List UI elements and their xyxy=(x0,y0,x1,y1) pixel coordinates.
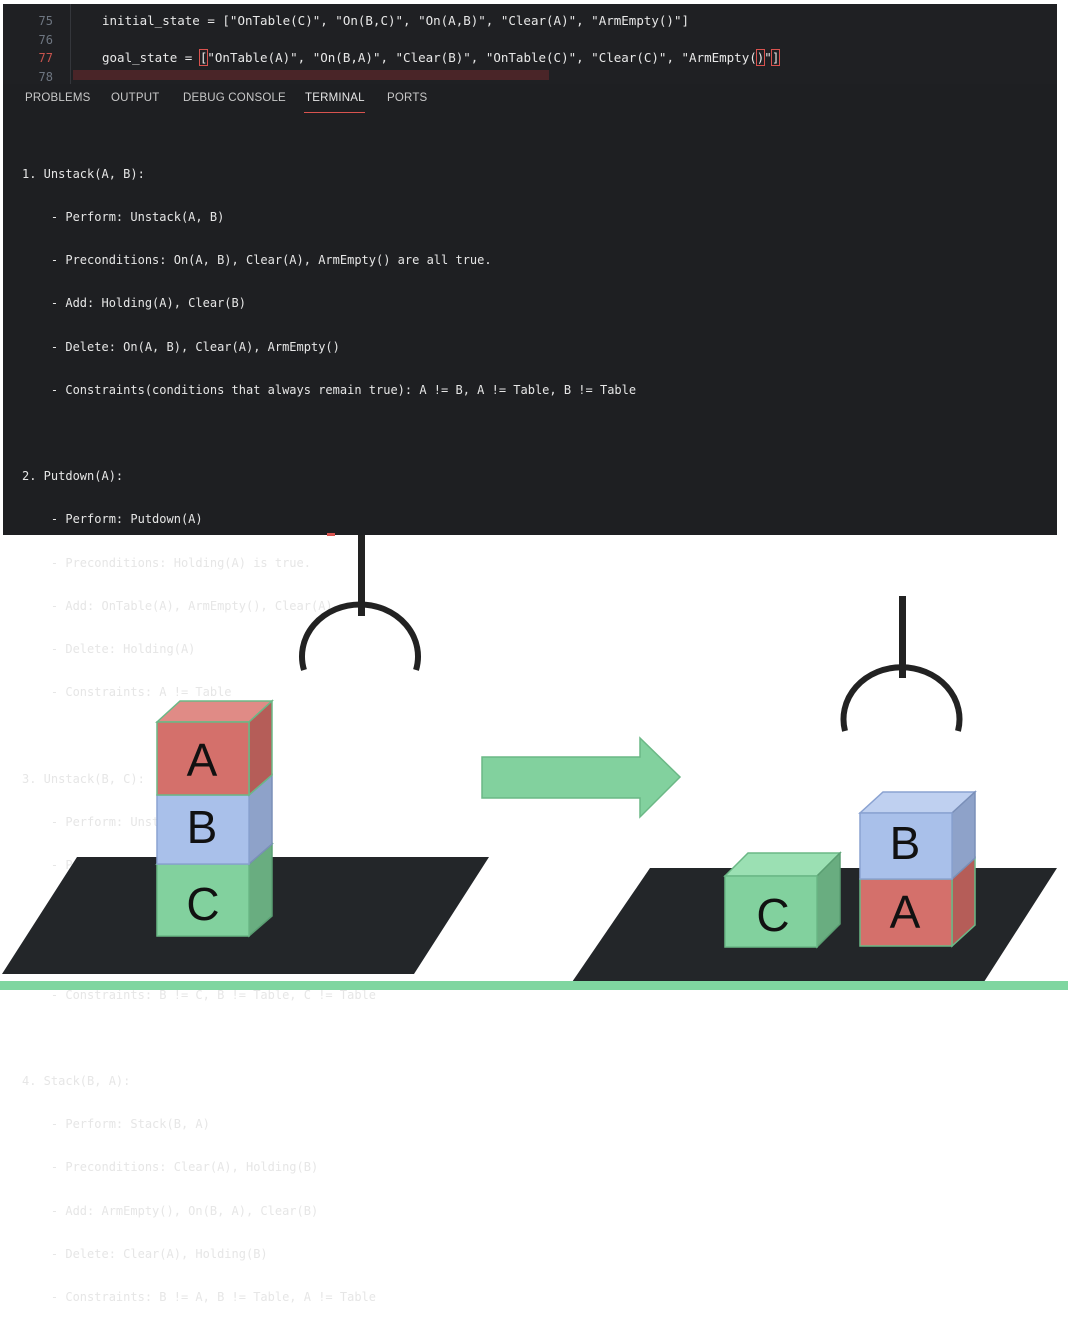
terminal-line: - Delete: Clear(A), Holding(B) xyxy=(22,1246,268,1261)
terminal-line: - Constraints: B != A, B != Table, A != … xyxy=(22,1290,377,1305)
block-label-b-goal: B xyxy=(890,817,921,869)
terminal-line: 3. Unstack(B, C): xyxy=(22,771,145,786)
bottom-strip xyxy=(0,981,1068,990)
block-a-initial: A xyxy=(155,699,274,797)
block-label-a-goal: A xyxy=(890,886,921,938)
tab-problems[interactable]: PROBLEMS xyxy=(25,92,91,104)
terminal-line: - Add: Holding(A), Clear(B) xyxy=(22,296,246,311)
panel-tabs: PROBLEMS OUTPUT DEBUG CONSOLE TERMINAL P… xyxy=(3,84,1057,114)
terminal-line: - Preconditions: Holding(A) is true. xyxy=(22,555,311,570)
terminal-line: - Perform: Unstack(A, B) xyxy=(22,210,225,225)
tab-output[interactable]: OUTPUT xyxy=(111,92,160,104)
block-label-a: A xyxy=(187,734,218,786)
terminal-line: 1. Unstack(A, B): xyxy=(22,166,145,181)
block-label-c-goal: C xyxy=(756,889,789,941)
transition-arrow xyxy=(481,736,682,819)
tab-ports[interactable]: PORTS xyxy=(387,92,428,104)
terminal-line: 4. Stack(B, A): xyxy=(22,1074,131,1089)
code-text: " xyxy=(764,50,772,65)
robot-arm-initial xyxy=(299,535,421,671)
terminal-line: - Preconditions: On(A, B), Clear(A), Arm… xyxy=(22,253,492,268)
terminal-line: - Add: ArmEmpty(), On(B, A), Clear(B) xyxy=(22,1203,319,1218)
indent-guide xyxy=(70,4,71,84)
terminal-line: - Perform: Stack(B, A) xyxy=(22,1117,210,1132)
robot-arm-goal xyxy=(840,596,963,732)
line-number: 78 xyxy=(38,70,53,84)
tab-terminal[interactable]: TERMINAL xyxy=(305,92,365,104)
line-number-active: 77 xyxy=(38,51,53,65)
terminal-line: - Add: OnTable(A), ArmEmpty(), Clear(A) xyxy=(22,598,333,613)
block-b-initial: B xyxy=(156,773,273,866)
line-number: 76 xyxy=(38,33,53,47)
active-tab-indicator xyxy=(304,112,365,113)
paren-close: ) xyxy=(755,49,766,66)
code-editor: 75 76 77 78 initial_state = ["OnTable(C)… xyxy=(3,4,1057,536)
code-line-goal-state[interactable]: goal_state = ["OnTable(A)", "On(B,A)", "… xyxy=(102,49,781,67)
terminal-line: 2. Putdown(A): xyxy=(22,469,124,484)
block-label-b: B xyxy=(187,801,218,853)
terminal-line: - Perform: Putdown(A) xyxy=(22,512,203,527)
block-c-goal: C xyxy=(723,851,842,949)
bracket-close: ] xyxy=(770,49,781,66)
terminal-line xyxy=(22,1031,636,1045)
terminal-line: - Constraints: A != Table xyxy=(22,685,232,700)
line-number: 75 xyxy=(38,14,53,28)
bracket-open: [ xyxy=(198,49,209,66)
code-text: "OnTable(A)", "On(B,A)", "Clear(B)", "On… xyxy=(207,50,757,65)
terminal-line: - Delete: Holding(A) xyxy=(22,642,196,657)
code-text: goal_state = xyxy=(102,50,200,65)
error-highlight xyxy=(73,70,549,80)
terminal-line: - Preconditions: Clear(A), Holding(B) xyxy=(22,1160,319,1175)
block-b-goal: B xyxy=(858,790,977,881)
block-a-goal: A xyxy=(859,856,976,948)
block-label-c: C xyxy=(186,878,219,930)
code-area[interactable]: 75 76 77 78 initial_state = ["OnTable(C)… xyxy=(3,4,1057,84)
partial-line-mark xyxy=(327,533,335,536)
code-line-initial-state[interactable]: initial_state = ["OnTable(C)", "On(B,C)"… xyxy=(102,13,689,28)
tab-debug-console[interactable]: DEBUG CONSOLE xyxy=(183,92,286,104)
blocks-world-illustration: C B A C A B xyxy=(2,535,1057,985)
terminal-line: - Constraints(conditions that always rem… xyxy=(22,382,637,397)
terminal-line: - Delete: On(A, B), Clear(A), ArmEmpty() xyxy=(22,339,340,354)
